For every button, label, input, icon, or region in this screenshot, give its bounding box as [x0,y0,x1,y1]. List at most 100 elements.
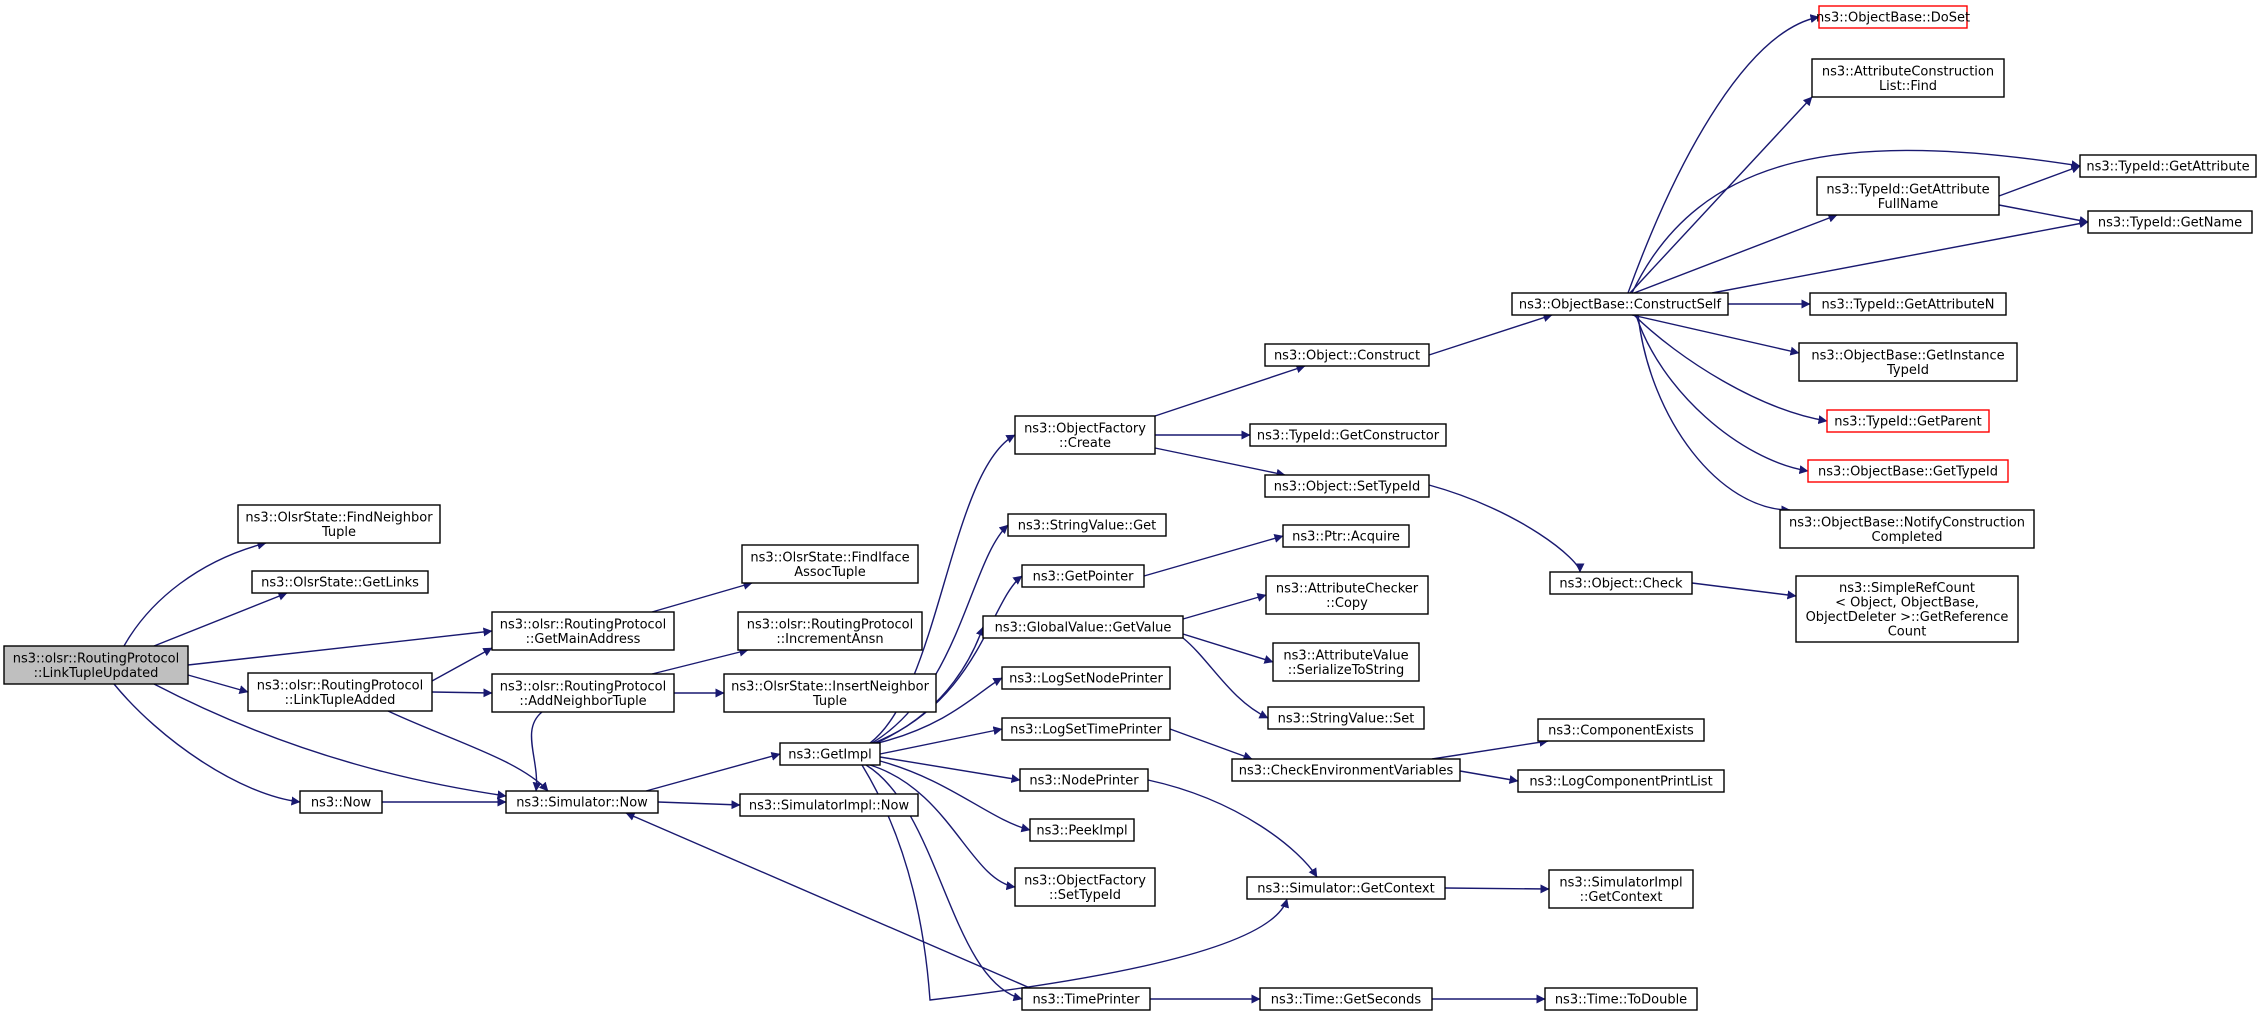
node-label-line: ns3::ObjectBase::GetTypeId [1818,465,1998,480]
node-box [2087,210,2253,234]
node-label-line: AssocTuple [794,565,866,580]
node-log-set-node-printer[interactable]: ns3::LogSetNodePrinter [1001,666,1171,690]
node-label-line: ns3::Object::Construct [1274,349,1420,364]
node-object-set-type-id[interactable]: ns3::Object::SetTypeId [1264,474,1430,498]
node-log-component-print-list[interactable]: ns3::LogComponentPrintList [1517,769,1725,793]
node-label-line: ns3::TypeId::GetAttribute [1826,182,1989,197]
node-box [1265,575,1429,615]
nodes-layer: ns3::olsr::RoutingProtocol::LinkTupleUpd… [3,5,2257,1011]
node-label-line: FullName [1878,197,1939,212]
node-label-line: ns3::SimpleRefCount [1839,581,1975,596]
node-label-line: ns3::TypeId::GetAttributeN [1821,298,1994,313]
node-simulator-impl-get-context[interactable]: ns3::SimulatorImpl::GetContext [1548,869,1694,909]
node-label-line: ns3::OlsrState::GetLinks [261,576,419,591]
node-label-line: ns3::CheckEnvironmentVariables [1239,764,1454,779]
node-type-id-get-attribute-n[interactable]: ns3::TypeId::GetAttributeN [1809,292,2007,316]
node-string-value-set[interactable]: ns3::StringValue::Set [1267,706,1425,730]
edge-object-base-construct-self-to-type-id-get-parent [1633,314,1828,425]
node-label-line: ns3::AttributeConstruction [1822,64,1994,79]
node-type-id-get-parent[interactable]: ns3::TypeId::GetParent [1826,409,1990,433]
node-peek-impl[interactable]: ns3::PeekImpl [1029,818,1135,842]
node-ptr-acquire[interactable]: ns3::Ptr::Acquire [1282,524,1410,548]
node-link-tuple-added[interactable]: ns3::olsr::RoutingProtocol::LinkTupleAdd… [247,672,433,712]
node-label-line: ns3::GlobalValue::GetValue [995,621,1172,636]
node-label-line: ns3::ComponentExists [1548,724,1694,739]
node-label-line: ns3::StringValue::Set [1278,712,1415,727]
node-component-exists[interactable]: ns3::ComponentExists [1537,718,1705,742]
node-label-line: ns3::ObjectBase::GetInstance [1811,348,2004,363]
node-object-base-get-type-id[interactable]: ns3::ObjectBase::GetTypeId [1807,459,2009,483]
edge-object-base-construct-self-to-type-id-get-attribute-full-name [1633,213,1838,294]
node-label-line: Count [1888,624,1927,639]
node-label-line: ::SetTypeId [1049,888,1121,903]
node-box [1259,987,1433,1011]
edge-log-set-time-printer-to-check-environment-variables [1169,728,1253,761]
node-type-id-get-constructor[interactable]: ns3::TypeId::GetConstructor [1249,423,1447,447]
edge-add-neighbor-tuple-to-increment-ansn [651,647,749,675]
node-box [1779,509,2035,549]
node-label-line: ObjectDeleter >::GetReference [1806,610,2009,625]
node-type-id-get-attribute[interactable]: ns3::TypeId::GetAttribute [2079,154,2257,178]
node-label-line: ns3::Ptr::Acquire [1292,530,1400,545]
edge-link-tuple-updated-to-get-main-address [187,627,493,666]
node-label-line: ns3::OlsrState::FindIface [750,550,909,565]
edge-get-impl-to-peek-impl [879,760,1031,833]
node-check-environment-variables[interactable]: ns3::CheckEnvironmentVariables [1231,758,1461,782]
node-simulator-now[interactable]: ns3::Simulator::Now [505,790,659,814]
node-link-tuple-updated[interactable]: ns3::olsr::RoutingProtocol::LinkTupleUpd… [3,645,189,685]
edge-object-set-type-id-to-object-check [1428,484,1585,573]
node-simulator-impl-now[interactable]: ns3::SimulatorImpl::Now [739,793,919,817]
node-get-pointer[interactable]: ns3::GetPointer [1021,564,1145,588]
node-object-check[interactable]: ns3::Object::Check [1549,571,1693,595]
node-get-main-address[interactable]: ns3::olsr::RoutingProtocol::GetMainAddre… [491,611,675,651]
node-global-value-get-value[interactable]: ns3::GlobalValue::GetValue [982,615,1184,639]
node-now[interactable]: ns3::Now [299,790,383,814]
node-object-factory-set-type-id[interactable]: ns3::ObjectFactory::SetTypeId [1014,867,1156,907]
node-type-id-get-name[interactable]: ns3::TypeId::GetName [2087,210,2253,234]
node-get-impl[interactable]: ns3::GetImpl [779,742,881,766]
node-box [741,544,919,584]
node-get-links[interactable]: ns3::OlsrState::GetLinks [251,570,429,594]
node-box [1231,758,1461,782]
node-simulator-get-context[interactable]: ns3::Simulator::GetContext [1246,876,1446,900]
node-object-construct[interactable]: ns3::Object::Construct [1264,343,1430,367]
edge-object-base-construct-self-to-type-id-get-attribute [1631,149,2081,294]
node-label-line: TypeId [1886,363,1929,378]
edges-layer [113,14,2089,1004]
node-label-line: ns3::olsr::RoutingProtocol [747,617,914,632]
node-string-value-get[interactable]: ns3::StringValue::Get [1007,513,1167,537]
node-object-base-construct-self[interactable]: ns3::ObjectBase::ConstructSelf [1511,292,1729,316]
edge-link-tuple-added-to-add-neighbor-tuple [431,688,493,698]
node-object-base-do-set[interactable]: ns3::ObjectBase::DoSet [1816,5,1970,29]
node-log-set-time-printer[interactable]: ns3::LogSetTimePrinter [1001,717,1171,741]
node-object-base-notify-construction-completed[interactable]: ns3::ObjectBase::NotifyConstructionCompl… [1779,509,2035,549]
node-attribute-checker-copy[interactable]: ns3::AttributeChecker::Copy [1265,575,1429,615]
edge-get-impl-to-log-set-node-printer [877,677,1003,744]
node-time-get-seconds[interactable]: ns3::Time::GetSeconds [1259,987,1433,1011]
node-add-neighbor-tuple[interactable]: ns3::olsr::RoutingProtocol::AddNeighborT… [491,673,675,713]
node-label-line: ::Create [1059,436,1111,451]
node-label-line: ns3::Object::SetTypeId [1274,480,1420,495]
edge-get-impl-to-log-set-time-printer [879,726,1003,755]
edge-object-base-construct-self-to-attribute-construction-list-find [1629,96,1813,294]
node-box [1798,342,2018,382]
node-increment-ansn[interactable]: ns3::olsr::RoutingProtocol::IncrementAns… [737,611,923,651]
node-time-to-double[interactable]: ns3::Time::ToDouble [1544,987,1698,1011]
node-simple-ref-count-get-reference-count[interactable]: ns3::SimpleRefCount< Object, ObjectBase,… [1795,575,2019,643]
node-attribute-value-serialize[interactable]: ns3::AttributeValue::SerializeToString [1272,642,1420,682]
node-time-printer[interactable]: ns3::TimePrinter [1021,987,1151,1011]
node-box [1272,642,1420,682]
node-object-factory-create[interactable]: ns3::ObjectFactory::Create [1014,415,1156,455]
node-node-printer[interactable]: ns3::NodePrinter [1019,768,1149,792]
node-label-line: ns3::Now [311,796,372,811]
node-label-line: ns3::TypeId::GetAttribute [2086,160,2249,175]
node-label-line: ns3::TypeId::GetConstructor [1257,429,1440,444]
node-label-line: ns3::ObjectBase::DoSet [1816,11,1970,26]
edge-global-value-get-value-to-string-value-set [1182,637,1269,719]
